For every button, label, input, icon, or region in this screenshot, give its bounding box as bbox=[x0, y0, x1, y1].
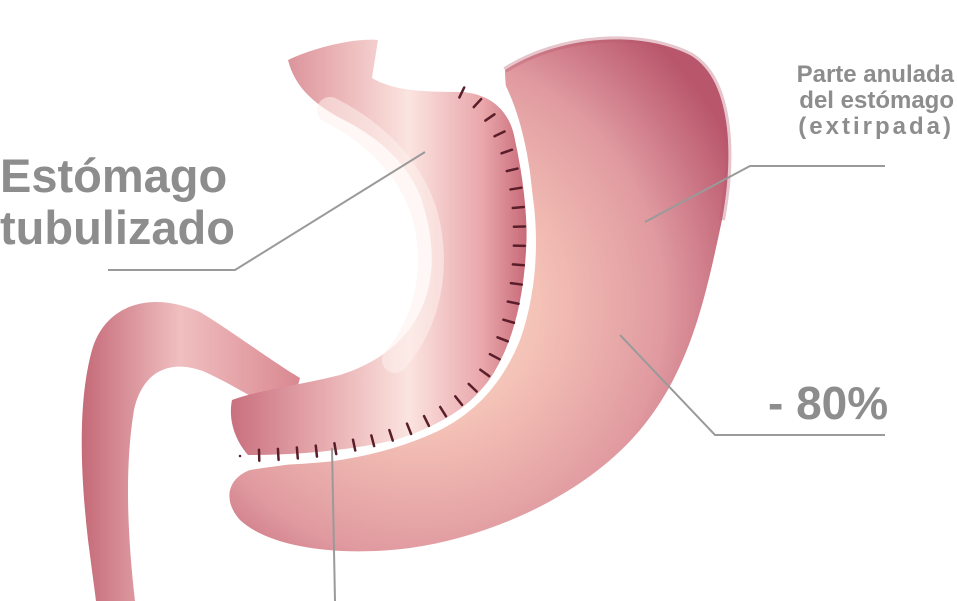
suture-mark bbox=[513, 264, 524, 265]
suture-mark bbox=[316, 446, 317, 457]
suture-mark bbox=[510, 188, 521, 190]
suture-mark bbox=[278, 449, 279, 460]
removed-part-label-line2: del estómago bbox=[768, 88, 954, 114]
removed-part-label-line1: Parte anulada bbox=[768, 62, 954, 88]
tubular-stomach-label: Estómago tubulizado bbox=[0, 150, 235, 254]
percent-removed-label: - 80% bbox=[768, 378, 888, 428]
removed-part-label-line3: (extirpada) bbox=[768, 114, 954, 140]
suture-mark bbox=[334, 443, 336, 454]
removed-part-label: Parte anulada del estómago (extirpada) bbox=[768, 62, 954, 140]
tubular-stomach-label-line1: Estómago bbox=[0, 150, 235, 202]
suture-mark bbox=[513, 207, 524, 208]
suture-mark bbox=[297, 447, 298, 458]
tubular-stomach-label-line2: tubulizado bbox=[0, 202, 235, 254]
suture-mark bbox=[511, 283, 522, 284]
